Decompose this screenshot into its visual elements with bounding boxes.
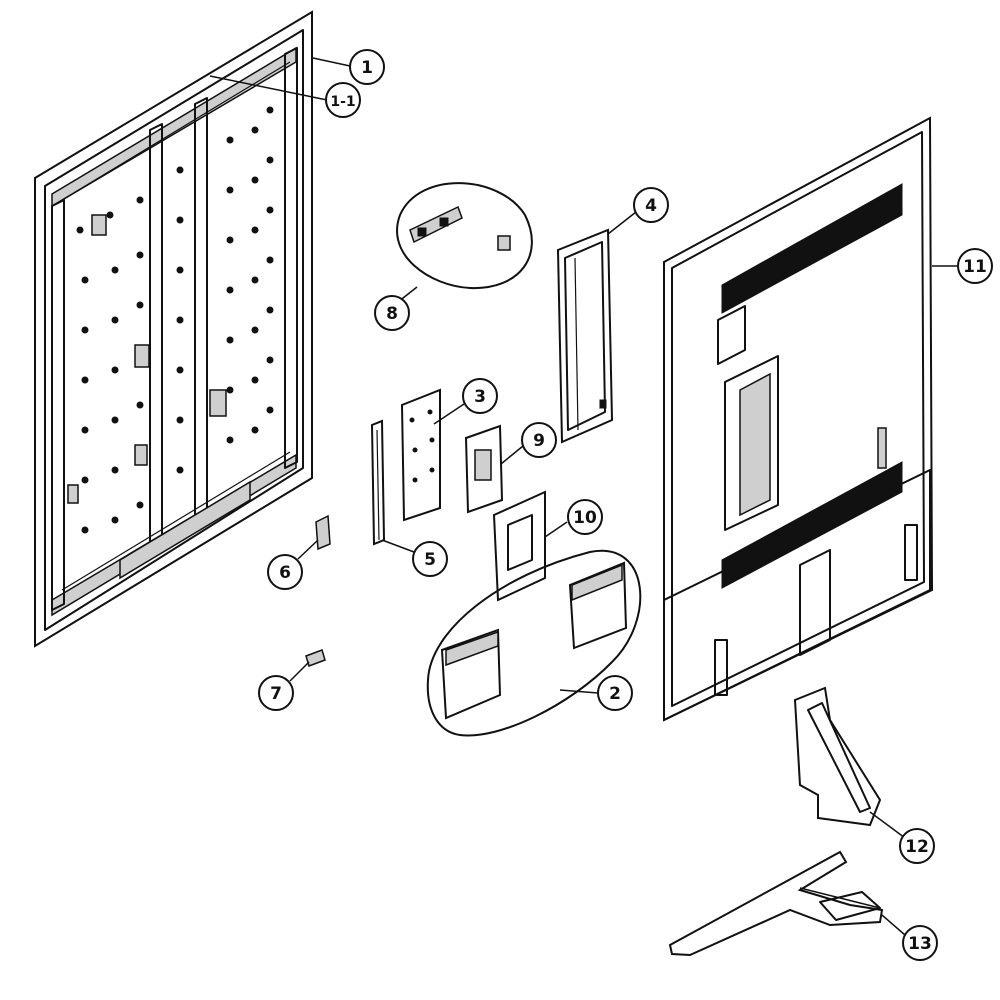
callout-10: 10 <box>567 499 603 535</box>
callout-3: 3 <box>462 378 498 414</box>
callout-8: 8 <box>374 295 410 331</box>
callout-label: 2 <box>609 684 621 704</box>
part-10-bracket-plate <box>492 490 546 602</box>
callout-label: 10 <box>573 508 597 528</box>
part-13-stand-base <box>668 850 884 957</box>
part-front-frame <box>34 10 313 648</box>
part-3-main-board <box>400 388 441 522</box>
callout-label: 9 <box>533 431 545 451</box>
part-2-speakers <box>426 549 642 737</box>
callout-11: 11 <box>957 248 993 284</box>
callout-label: 3 <box>474 387 486 407</box>
part-6-small-component <box>315 514 331 551</box>
callout-1: 1 <box>349 49 385 85</box>
part-4-power-board <box>556 228 614 444</box>
callout-5: 5 <box>412 541 448 577</box>
part-7-small-component <box>305 649 326 667</box>
leader-lines <box>209 57 959 936</box>
callout-label: 1 <box>361 58 373 78</box>
callout-label: 8 <box>386 304 398 324</box>
callout-2: 2 <box>597 675 633 711</box>
callout-label: 7 <box>270 684 282 704</box>
part-8-small-boards <box>396 182 533 290</box>
callout-4: 4 <box>633 187 669 223</box>
callout-label: 4 <box>645 196 657 216</box>
part-12-stand-neck <box>793 686 882 827</box>
callout-13: 13 <box>902 925 938 961</box>
callout-1-1: 1-1 <box>325 82 361 118</box>
callout-label: 1-1 <box>330 94 355 110</box>
callout-label: 11 <box>963 257 987 277</box>
part-11-rear-cover <box>663 116 934 722</box>
callout-label: 13 <box>908 934 932 954</box>
part-5-side-bracket <box>370 419 386 546</box>
part-9-tcon-board <box>464 424 504 514</box>
callout-label: 5 <box>424 550 436 570</box>
callout-label: 6 <box>279 563 291 583</box>
callout-6: 6 <box>267 554 303 590</box>
callout-7: 7 <box>258 675 294 711</box>
callout-12: 12 <box>899 828 935 864</box>
callout-9: 9 <box>521 422 557 458</box>
callout-label: 12 <box>905 837 929 857</box>
